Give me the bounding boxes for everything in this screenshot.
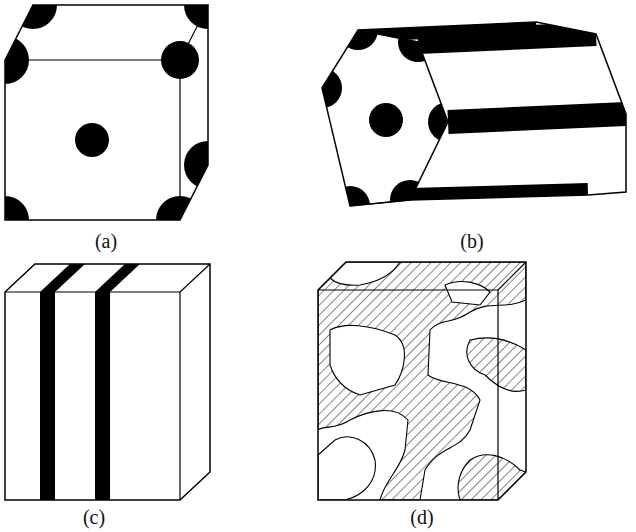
sphere-cube [0, 0, 232, 244]
panel-label: (b) [460, 230, 483, 252]
lamellar-block [5, 264, 210, 500]
panel-label: (d) [410, 506, 433, 528]
panel-label: (a) [95, 230, 117, 252]
bicontinuous-cube [318, 262, 526, 500]
panel-label: (c) [83, 506, 105, 528]
hexagonal-prism [302, 10, 626, 226]
